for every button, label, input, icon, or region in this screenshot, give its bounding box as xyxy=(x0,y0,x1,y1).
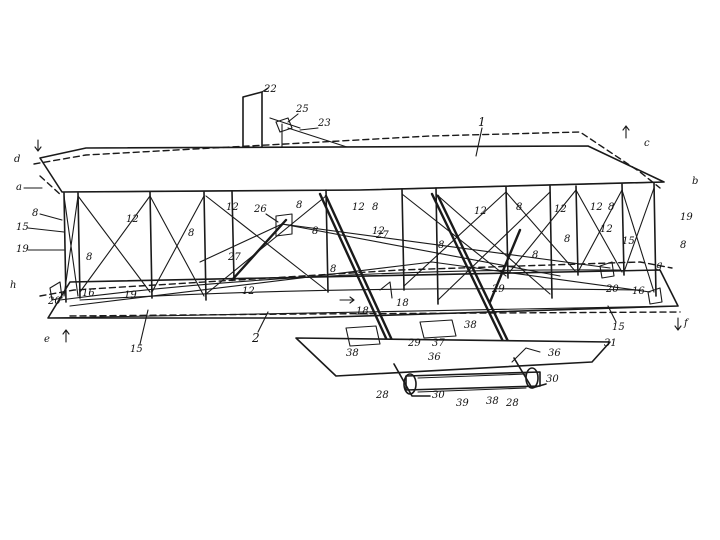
label-29-b: 29 xyxy=(407,338,421,349)
direction-arrows xyxy=(34,125,682,343)
skid-struts xyxy=(230,192,522,364)
label-23: 23 xyxy=(317,118,331,129)
label-8-j: 8 xyxy=(608,202,614,213)
label-29-a: 29 xyxy=(491,284,505,295)
label-30-a: 30 xyxy=(432,390,445,401)
label-8-m: 8 xyxy=(312,226,318,237)
label-26: 26 xyxy=(253,204,267,215)
label-18-a: 18 xyxy=(396,298,409,309)
label-16-b: 16 xyxy=(632,286,645,297)
label-8-d: 8 xyxy=(296,200,302,211)
upper-wing xyxy=(33,131,665,197)
label-25: 25 xyxy=(295,104,309,115)
label-28-a: 28 xyxy=(375,390,389,401)
label-31: 31 xyxy=(604,338,617,349)
label-28-b: 28 xyxy=(505,398,519,409)
label-8-i: 8 xyxy=(564,234,570,245)
label-27-a: 27 xyxy=(227,252,241,263)
label-8-c: 8 xyxy=(188,228,194,239)
label-37: 37 xyxy=(432,338,445,349)
label-12-a: 12 xyxy=(126,214,139,225)
label-8-e: 8 xyxy=(372,202,378,213)
label-12-h: 12 xyxy=(600,224,613,235)
label-22: 22 xyxy=(263,84,277,95)
label-8-a: 8 xyxy=(32,208,38,219)
label-8-b: 8 xyxy=(86,252,92,263)
label-15-a: 15 xyxy=(16,222,29,233)
label-36-b: 36 xyxy=(548,348,561,359)
label-30-b: 30 xyxy=(546,374,559,385)
label-15-c: 15 xyxy=(622,236,635,247)
label-h: h xyxy=(10,280,16,291)
label-19-c: 19 xyxy=(680,212,693,223)
struts xyxy=(63,182,657,305)
label-b: b xyxy=(692,176,698,187)
label-8-f: 8 xyxy=(438,240,444,251)
label-12-e: 12 xyxy=(372,226,385,237)
label-36-a: 36 xyxy=(428,352,441,363)
label-15-d: 15 xyxy=(612,322,625,333)
elevator xyxy=(295,319,611,397)
label-19-b: 19 xyxy=(124,290,137,301)
label-c: c xyxy=(644,138,650,149)
label-8-l: 8 xyxy=(532,250,538,261)
label-2: 2 xyxy=(251,331,260,345)
label-f: f xyxy=(683,318,690,329)
label-12-d: 12 xyxy=(352,202,365,213)
label-8-h: 8 xyxy=(516,202,522,213)
label-18-b: 18 xyxy=(356,306,369,317)
label-38-a: 38 xyxy=(464,320,477,331)
label-12-c: 12 xyxy=(242,286,255,297)
label-g: g xyxy=(656,260,662,271)
label-38-b: 38 xyxy=(346,348,359,359)
label-12-b: 12 xyxy=(226,202,239,213)
label-15-b: 15 xyxy=(130,344,143,355)
fittings xyxy=(49,213,663,305)
label-12-g: 12 xyxy=(590,202,603,213)
label-8-k: 8 xyxy=(680,240,686,251)
label-27-b: 27 xyxy=(375,230,389,241)
label-16-a: 16 xyxy=(82,288,95,299)
reference-labels: 1 2 22 25 23 26 a b c d e f g h 8 15 19 … xyxy=(10,84,698,409)
label-d: d xyxy=(14,154,20,165)
label-20-b: 20 xyxy=(605,284,619,295)
label-12-i: 12 xyxy=(554,204,567,215)
label-8-g: 8 xyxy=(330,264,336,275)
label-20-a: 20 xyxy=(47,296,61,307)
label-39: 39 xyxy=(456,398,469,409)
label-12-f: 12 xyxy=(474,206,487,217)
label-a: a xyxy=(16,182,22,193)
label-e: e xyxy=(44,334,50,345)
label-19-a: 19 xyxy=(16,244,29,255)
label-1: 1 xyxy=(478,115,486,129)
label-38-c: 38 xyxy=(486,396,499,407)
control-wires xyxy=(59,223,651,307)
